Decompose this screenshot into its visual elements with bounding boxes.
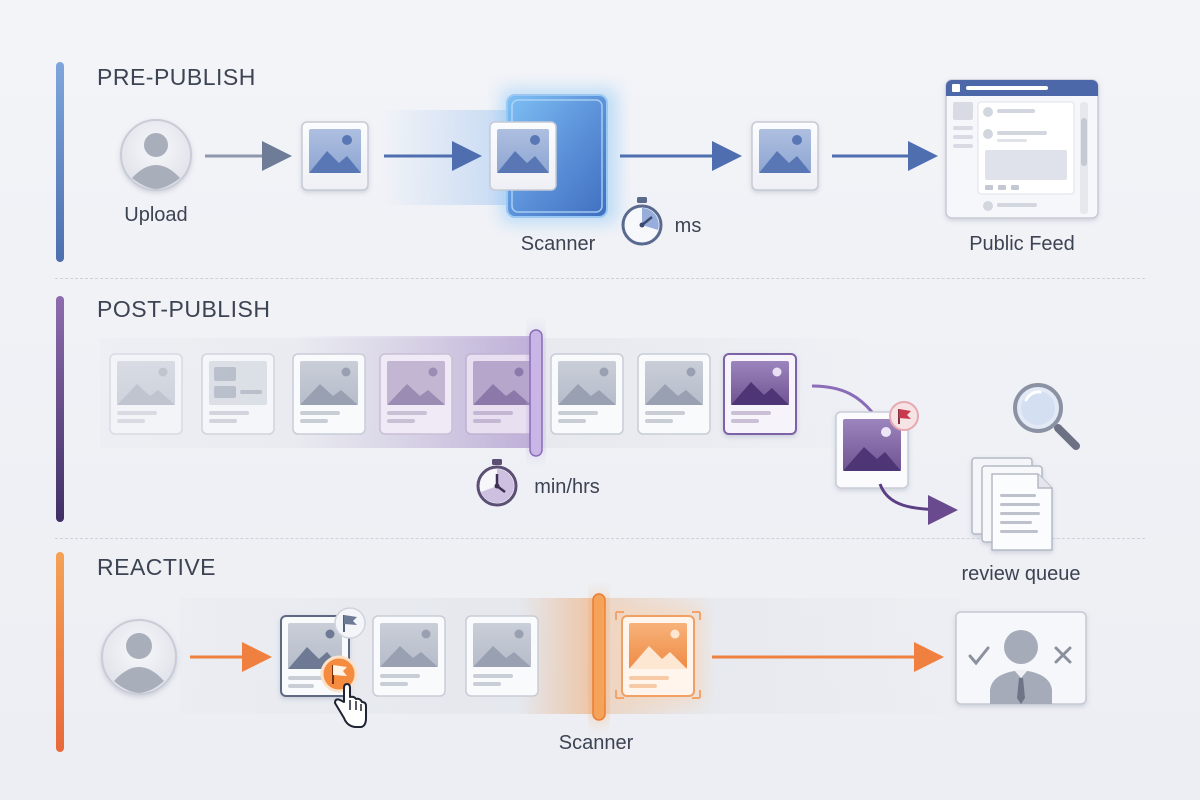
image-card-icon: [550, 353, 624, 435]
review-queue-label: review queue: [961, 563, 1081, 585]
document-card-icon: [201, 353, 275, 435]
upload-label: Upload: [124, 204, 188, 226]
scanner-icon: [489, 88, 618, 224]
reactive-flow: [101, 593, 1087, 728]
flag-icon: [334, 607, 366, 639]
user-avatar-icon: [120, 119, 192, 191]
scanned-image-card-icon: [612, 606, 704, 702]
scanner-label: Scanner: [520, 233, 596, 255]
flagged-image-icon: [835, 411, 909, 489]
section-divider: [55, 278, 1145, 279]
image-card-icon: [465, 615, 539, 697]
public-feed-label: Public Feed: [969, 233, 1075, 255]
image-card-icon: [637, 353, 711, 435]
scan-line: [529, 329, 543, 457]
review-queue-documents-icon: [971, 457, 1053, 551]
human-reviewer-icon: [955, 611, 1087, 705]
magnifier-icon: [1013, 383, 1080, 450]
flow-arrow: [811, 384, 874, 413]
flow-arrow: [878, 483, 958, 525]
image-card-icon: [109, 353, 183, 435]
reactive-title: REACTIVE: [97, 554, 217, 580]
image-card-icon: [292, 353, 366, 435]
latency-label: min/hrs: [534, 476, 600, 498]
hand-cursor-icon: [334, 683, 367, 728]
stopwatch-icon: [476, 459, 518, 507]
post-publish-accent-bar: [56, 296, 64, 522]
latency-label: ms: [674, 215, 702, 237]
image-thumbnail-icon: [301, 121, 369, 191]
report-flag-button-icon: [320, 655, 358, 693]
post-publish-flow: [100, 329, 1080, 551]
reactive-accent-bar: [56, 552, 64, 752]
image-thumbnail-icon: [751, 121, 819, 191]
social-feed-window-icon: [945, 79, 1099, 219]
post-publish-title: POST-PUBLISH: [97, 296, 271, 322]
image-card-icon: [379, 353, 453, 435]
pre-publish-accent-bar: [56, 62, 64, 262]
user-avatar-icon: [101, 619, 177, 695]
image-card-icon: [372, 615, 446, 697]
scan-line: [592, 593, 606, 721]
image-card-icon: [465, 353, 539, 435]
section-divider: [55, 538, 1145, 539]
stopwatch-icon: [621, 197, 663, 246]
scanner-label: Scanner: [558, 732, 634, 754]
flag-icon: [889, 401, 919, 431]
pre-publish-flow: [120, 79, 1099, 246]
flagged-image-card-icon: [723, 353, 797, 435]
pre-publish-title: PRE-PUBLISH: [97, 64, 256, 90]
